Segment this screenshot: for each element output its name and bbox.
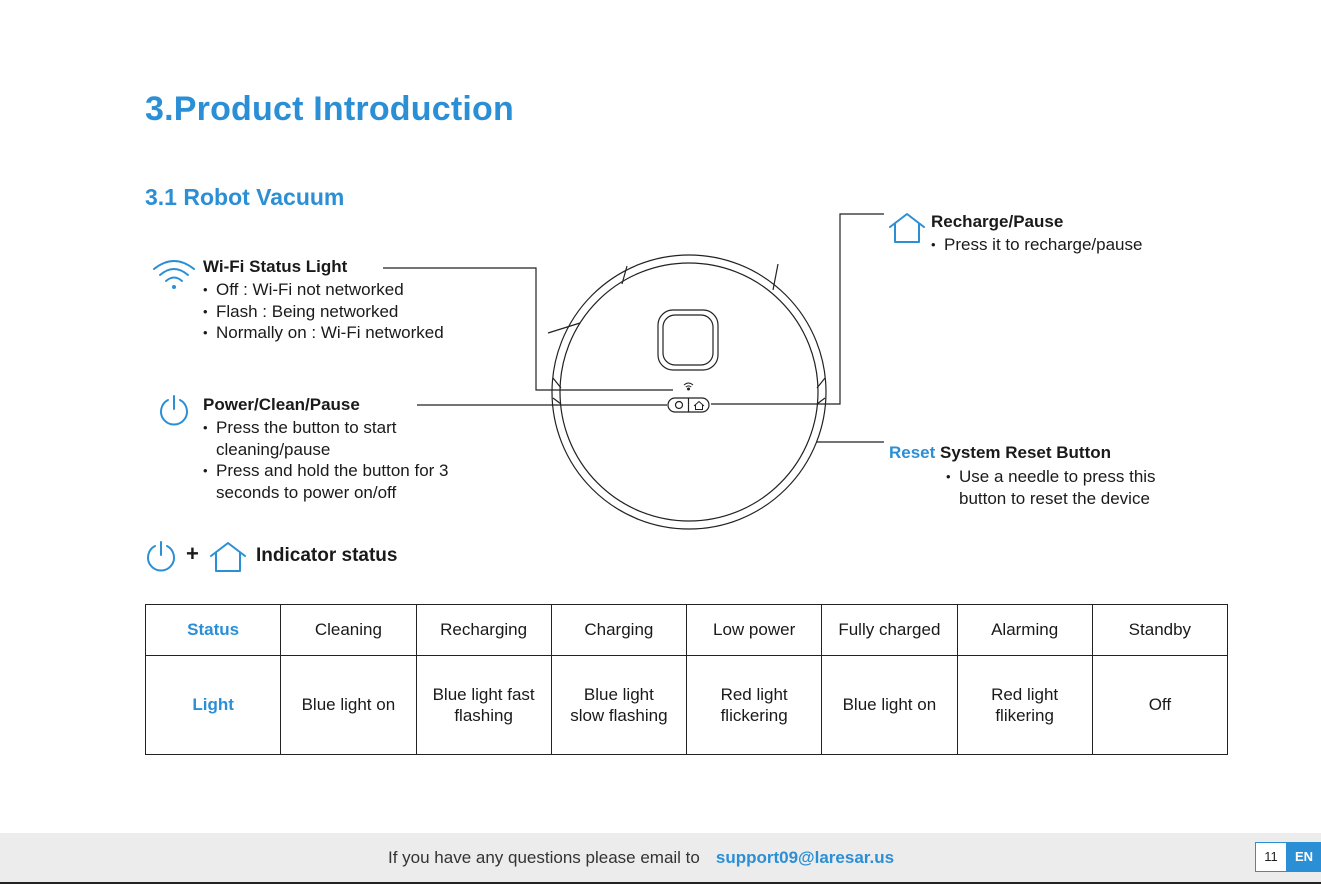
power-icon <box>160 395 188 426</box>
wifi-leader-line <box>383 267 673 391</box>
cell-line: flikering <box>995 705 1054 725</box>
status-cell: Low power <box>685 604 823 656</box>
section-title: 3.1 Robot Vacuum <box>145 184 345 210</box>
list-item: Use a needle to press this button to res… <box>946 466 1156 509</box>
reset-bullet-list: Use a needle to press this button to res… <box>946 466 1156 509</box>
cell-line: slow flashing <box>570 705 668 725</box>
recharge-callout-title: Recharge/Pause <box>931 212 1064 231</box>
bottom-rule <box>0 882 1321 884</box>
reset-tag: Reset <box>889 443 936 462</box>
list-item: Press and hold the button for 3 seconds … <box>203 460 449 503</box>
bullet-line: Press and hold the button for 3 <box>216 461 449 480</box>
page-number: 11 <box>1255 842 1287 872</box>
wifi-callout-title: Wi-Fi Status Light <box>203 257 348 276</box>
table-row: Status Cleaning Recharging Charging Low … <box>144 604 1229 656</box>
status-cell: Fully charged <box>821 604 958 656</box>
bullet-line: Press the button to start <box>216 418 397 437</box>
row-header-light: Light <box>144 654 282 756</box>
power-icon <box>147 541 175 572</box>
robot-body-outer <box>551 254 827 530</box>
list-item: Press it to recharge/pause <box>931 234 1142 256</box>
power-callout: Power/Clean/Pause Press the button to st… <box>203 395 449 503</box>
indicator-status-label: Indicator status <box>256 545 398 566</box>
power-bullet-list: Press the button to start cleaning/pause… <box>203 417 449 503</box>
bullet-line: seconds to power on/off <box>216 482 397 502</box>
list-item: Press the button to start cleaning/pause <box>203 417 449 460</box>
light-cell: Blue light on <box>280 654 417 756</box>
list-item: Off : Wi-Fi not networked <box>203 279 444 301</box>
cell-line: Blue light on <box>842 695 937 715</box>
status-cell: Recharging <box>415 604 552 656</box>
cell-line: Blue light on <box>301 695 396 715</box>
light-cell: Blue light on <box>821 654 958 756</box>
bullet-line: button to reset the device <box>959 488 1150 508</box>
status-cell: Alarming <box>956 604 1093 656</box>
home-icon <box>210 542 246 572</box>
wifi-callout: Wi-Fi Status Light Off : Wi-Fi not netwo… <box>203 257 444 344</box>
plus-sign: + <box>186 541 199 566</box>
bullet-line: cleaning/pause <box>216 439 331 459</box>
list-item: Flash : Being networked <box>203 301 444 323</box>
page-title: 3.Product Introduction <box>145 90 514 128</box>
status-cell: Charging <box>550 604 688 656</box>
status-cell: Standby <box>1091 604 1229 656</box>
recharge-leader-line <box>711 213 884 405</box>
footer-bar: If you have any questions please email t… <box>0 833 1321 882</box>
power-callout-title: Power/Clean/Pause <box>203 395 360 414</box>
side-brush-left <box>547 322 581 334</box>
lidar-cap <box>657 309 719 371</box>
cell-line: flickering <box>720 705 788 725</box>
side-brush-top-right <box>772 263 779 291</box>
bullet-line: Use a needle to press this <box>959 467 1156 486</box>
cell-line: Blue light fast <box>432 684 535 704</box>
recharge-bullet-list: Press it to recharge/pause <box>931 234 1142 256</box>
footer-message: If you have any questions please email t… <box>388 848 894 868</box>
recharge-callout: Recharge/Pause Press it to recharge/paus… <box>931 212 1142 256</box>
reset-title: System Reset Button <box>940 443 1112 462</box>
support-email-link[interactable]: support09@laresar.us <box>715 848 895 867</box>
cell-line: Red light <box>991 684 1059 704</box>
wifi-bullet-list: Off : Wi-Fi not networked Flash : Being … <box>203 279 444 344</box>
footer-text: If you have any questions please email t… <box>388 848 700 867</box>
list-item: Normally on : Wi-Fi networked <box>203 322 444 344</box>
home-icon <box>889 213 925 243</box>
light-cell: Off <box>1091 654 1229 756</box>
robot-body-inner <box>559 262 819 522</box>
cell-line: flashing <box>454 705 513 725</box>
wifi-icon <box>153 260 195 289</box>
row-header-status: Status <box>144 604 282 656</box>
cell-line: Red light <box>720 684 788 704</box>
cell-line: Blue light <box>583 684 654 704</box>
status-cell: Cleaning <box>280 604 417 656</box>
cell-line: Off <box>1148 695 1172 715</box>
indicator-status-table: Status Cleaning Recharging Charging Low … <box>144 604 1229 756</box>
language-badge: EN <box>1287 842 1321 872</box>
reset-callout-title: Reset System Reset Button <box>889 443 1111 463</box>
